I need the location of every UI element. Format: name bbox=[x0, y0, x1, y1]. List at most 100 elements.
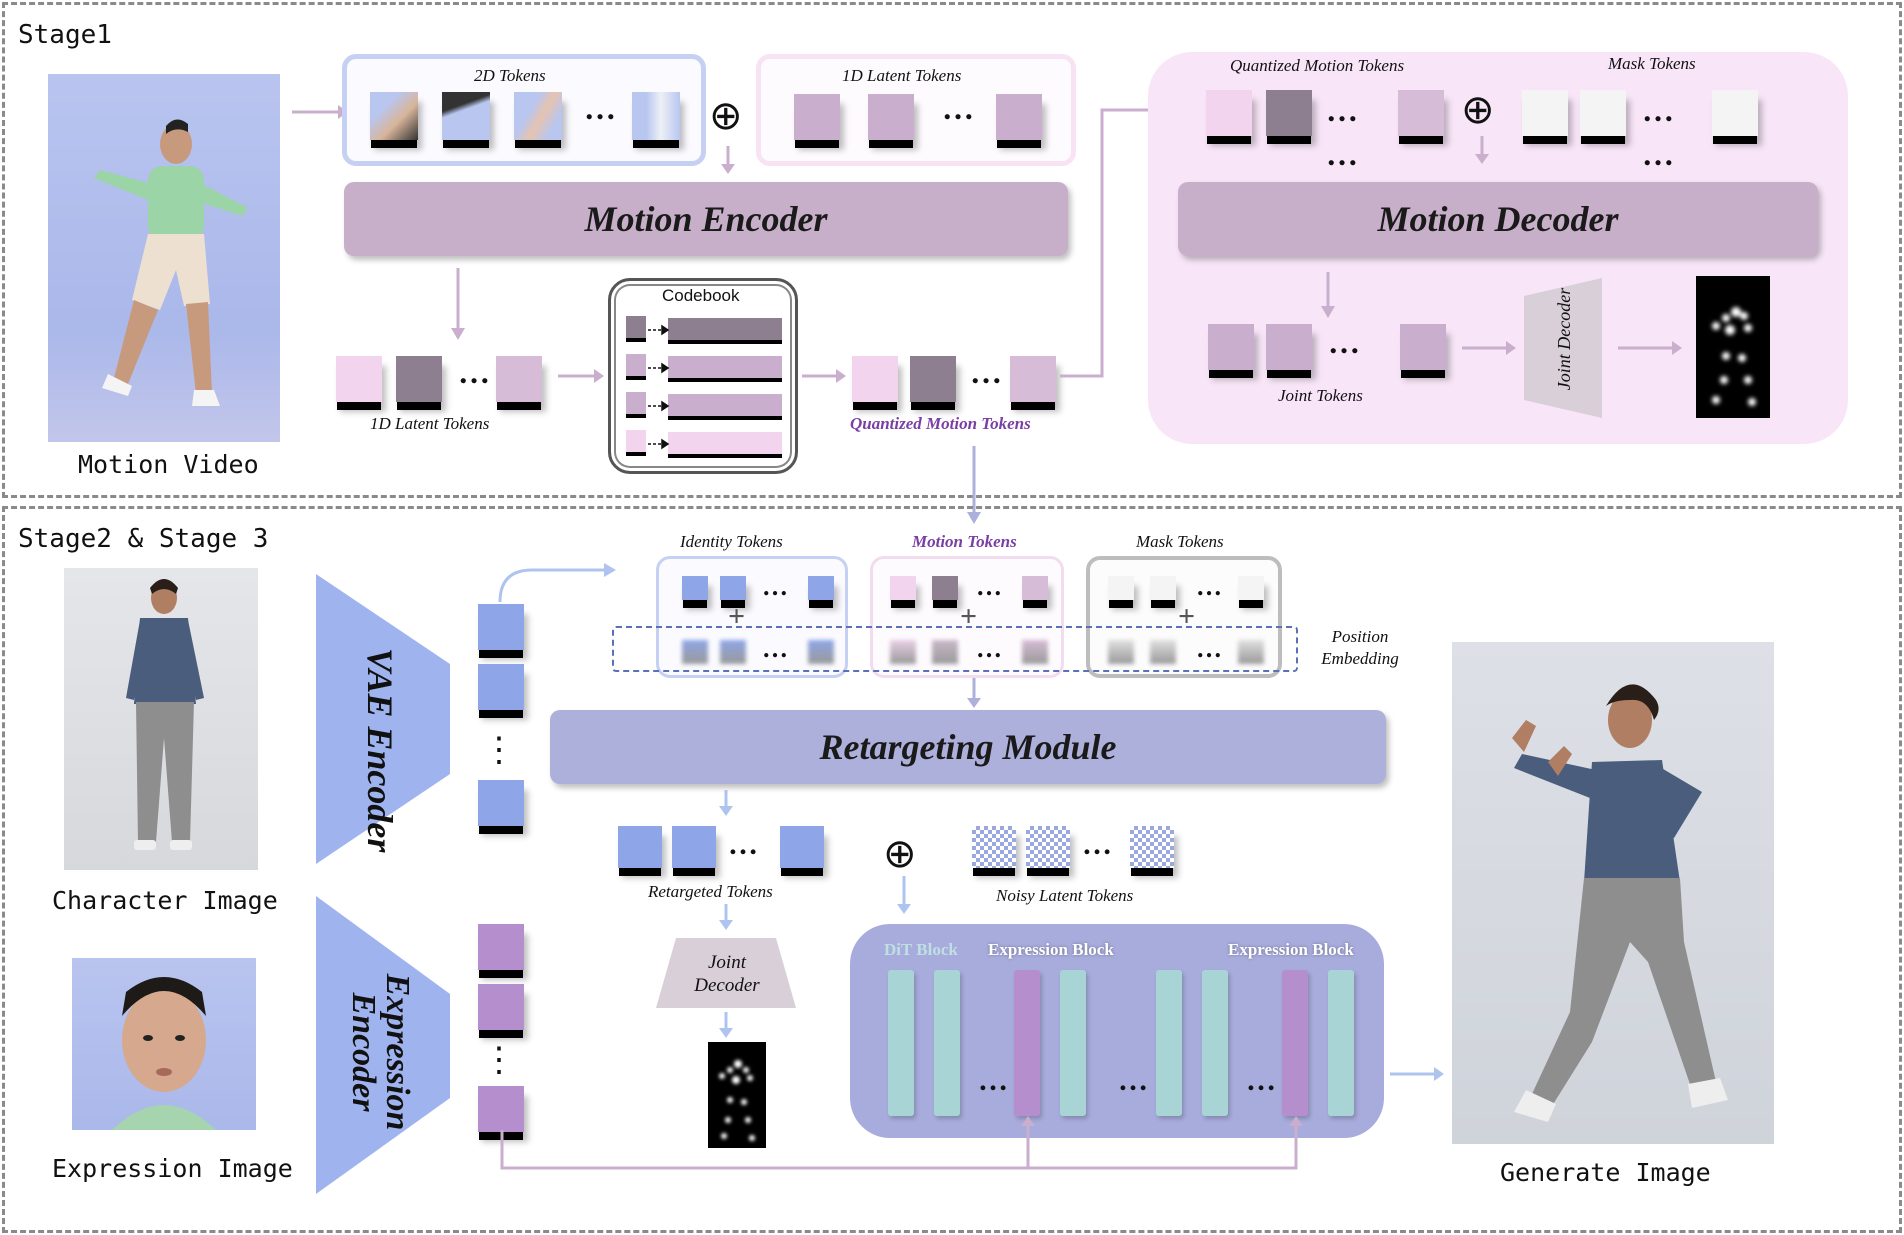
noisy-token-3 bbox=[1130, 826, 1174, 868]
joint-token-3 bbox=[1400, 324, 1446, 370]
quantized-tokens-label: Quantized Motion Tokens bbox=[850, 414, 1031, 433]
motion-token-1 bbox=[890, 576, 916, 600]
arrow-into-encoder bbox=[721, 146, 735, 174]
noisy-ellipsis: … bbox=[1082, 828, 1114, 861]
arrow-oplus-to-dit bbox=[897, 876, 911, 914]
dit-bar-5 bbox=[1202, 970, 1228, 1116]
expression-block-label-2: Expression Block bbox=[1228, 940, 1354, 959]
expression-encoder-label: Expression Encoder bbox=[345, 973, 416, 1131]
motion-decoder: Motion Decoder bbox=[1178, 182, 1818, 256]
mask-ellipsis-2: … bbox=[1642, 136, 1676, 172]
dit-bar-6 bbox=[1328, 970, 1354, 1116]
motion-pos-3 bbox=[1022, 640, 1048, 664]
vae-vdots: ⋮ bbox=[482, 732, 516, 769]
oplus-stage1-encoder: ⊕ bbox=[709, 93, 743, 138]
decoder-quantized-token-3 bbox=[1398, 90, 1444, 136]
retargeted-token-2 bbox=[672, 826, 716, 868]
arrow-into-retargeting bbox=[967, 678, 981, 708]
vae-encoder-label: VAE Encoder bbox=[360, 648, 400, 853]
mask-token-3 bbox=[1712, 90, 1758, 136]
dit-bar-1 bbox=[888, 970, 914, 1116]
codebook-key-2 bbox=[626, 354, 646, 376]
token-2d-hand bbox=[514, 92, 562, 140]
identity-tokens-label: Identity Tokens bbox=[680, 532, 783, 551]
stage23-panel bbox=[2, 506, 1902, 1233]
identity-token-1 bbox=[682, 576, 708, 600]
decoder-quantized-token-1 bbox=[1206, 90, 1252, 136]
arrow-to-joint-decoder-2 bbox=[719, 904, 733, 930]
arrow-vae-to-identity bbox=[498, 563, 616, 603]
generated-figure bbox=[1512, 684, 1728, 1122]
retargeted-token-1 bbox=[618, 826, 662, 868]
codebook-label: Codebook bbox=[662, 286, 740, 305]
motion-pos-ellipsis: … bbox=[976, 634, 1004, 663]
identity-pos-2 bbox=[720, 640, 746, 664]
position-embedding-label: Position Embedding bbox=[1321, 627, 1399, 669]
character-figure bbox=[126, 579, 204, 850]
joint-token-1 bbox=[1208, 324, 1254, 370]
mask-token-1 bbox=[1522, 90, 1568, 136]
token-2d-face bbox=[370, 92, 418, 140]
arrow-stage1-to-stage2 bbox=[967, 446, 981, 524]
dit-ellipsis-1: … bbox=[978, 1064, 1010, 1097]
stage2-mask-pos-3 bbox=[1238, 640, 1264, 664]
arrow-dit-to-output bbox=[1390, 1067, 1444, 1081]
dit-ellipsis-3: … bbox=[1246, 1064, 1278, 1097]
joint-heatmap-stage1 bbox=[1696, 276, 1770, 418]
joint-heatmap-stage2 bbox=[708, 1042, 766, 1148]
arrow-decoder-down bbox=[1321, 272, 1335, 318]
identity-plus: + bbox=[728, 600, 746, 633]
arrow-into-decoder bbox=[1475, 136, 1489, 164]
latent-bottom-token-1 bbox=[336, 356, 382, 402]
arrow-codebook-to-quantized bbox=[802, 369, 846, 383]
dit-ellipsis-2: … bbox=[1118, 1064, 1150, 1097]
stage1-panel bbox=[2, 2, 1902, 498]
quantized-ellipsis: … bbox=[970, 354, 1004, 390]
dit-block-label: DiT Block bbox=[884, 940, 958, 959]
dit-bar-2 bbox=[934, 970, 960, 1116]
character-image-label: Character Image bbox=[52, 886, 278, 915]
joint-decoder-stage1-label: Joint Decoder bbox=[1554, 287, 1574, 391]
expr-token-1 bbox=[478, 924, 524, 970]
codebook-entry-2 bbox=[668, 356, 782, 378]
expression-bar-1 bbox=[1014, 970, 1040, 1116]
noisy-latent-label: Noisy Latent Tokens bbox=[996, 886, 1134, 905]
joint-decoder-stage2 bbox=[656, 938, 796, 1008]
identity-ellipsis: … bbox=[762, 572, 790, 601]
joint-token-2 bbox=[1266, 324, 1312, 370]
codebook-key-4 bbox=[626, 430, 646, 452]
arrow-latent-to-codebook bbox=[558, 369, 604, 383]
expression-injection-line bbox=[500, 1116, 1303, 1170]
oplus-stage1-decoder: ⊕ bbox=[1461, 87, 1495, 132]
latent-bottom-token-2 bbox=[396, 356, 442, 402]
motion-plus: + bbox=[960, 600, 978, 633]
identity-pos-ellipsis: … bbox=[762, 634, 790, 663]
stage2-mask-token-1 bbox=[1108, 576, 1134, 600]
expression-bar-2 bbox=[1282, 970, 1308, 1116]
latent-top-token-1 bbox=[794, 94, 840, 140]
vae-encoder bbox=[316, 574, 450, 864]
mask-token-2 bbox=[1580, 90, 1626, 136]
expr-token-3 bbox=[478, 1086, 524, 1132]
retargeted-ellipsis: … bbox=[728, 828, 760, 861]
vae-token-3 bbox=[478, 780, 524, 826]
motion-tokens-label: Motion Tokens bbox=[912, 532, 1017, 551]
identity-token-2 bbox=[720, 576, 746, 600]
motion-video-label: Motion Video bbox=[78, 450, 259, 479]
mask-plus: + bbox=[1178, 600, 1196, 633]
dancer-figure bbox=[94, 119, 248, 406]
quantized-token-2 bbox=[910, 356, 956, 402]
arrow-encoder-down bbox=[451, 268, 465, 340]
latent-1d-bottom-label: 1D Latent Tokens bbox=[370, 414, 490, 433]
expr-token-2 bbox=[478, 984, 524, 1030]
character-image-frame bbox=[64, 568, 258, 870]
retargeting-module: Retargeting Module bbox=[550, 710, 1386, 784]
codebook-entry-3 bbox=[668, 394, 782, 416]
codebook-key-1 bbox=[626, 316, 646, 338]
motion-token-3 bbox=[1022, 576, 1048, 600]
joint-decoder-stage1 bbox=[1524, 278, 1602, 418]
arrow-joint-tokens-to-decoder bbox=[1462, 341, 1516, 355]
dit-bar-3 bbox=[1060, 970, 1086, 1116]
decoder-quantized-ellipsis: … bbox=[1326, 92, 1360, 128]
quantized-token-1 bbox=[852, 356, 898, 402]
